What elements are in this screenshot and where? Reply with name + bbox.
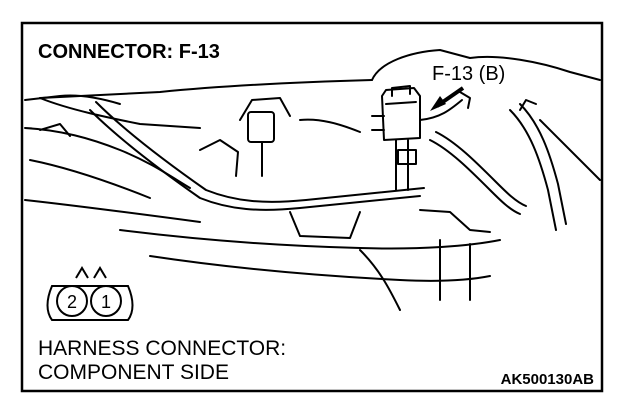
- caption-line-1: HARNESS CONNECTOR:: [38, 337, 286, 360]
- pin-1-circle: [90, 285, 122, 317]
- callout-label: F-13 (B): [432, 63, 505, 85]
- figure-code: AK500130AB: [501, 371, 595, 388]
- engine-bay-linework: [24, 49, 601, 311]
- connector-title: CONNECTOR: F-13: [38, 41, 220, 63]
- caption-line-2: COMPONENT SIDE: [38, 361, 229, 384]
- title-box: [30, 32, 288, 70]
- pin-2-circle: [56, 285, 88, 317]
- harness-connector-face: 2 1: [46, 266, 134, 321]
- pin-1-label: 1: [101, 292, 111, 312]
- pin-2-label: 2: [67, 292, 77, 312]
- callout-arrow: [430, 86, 465, 111]
